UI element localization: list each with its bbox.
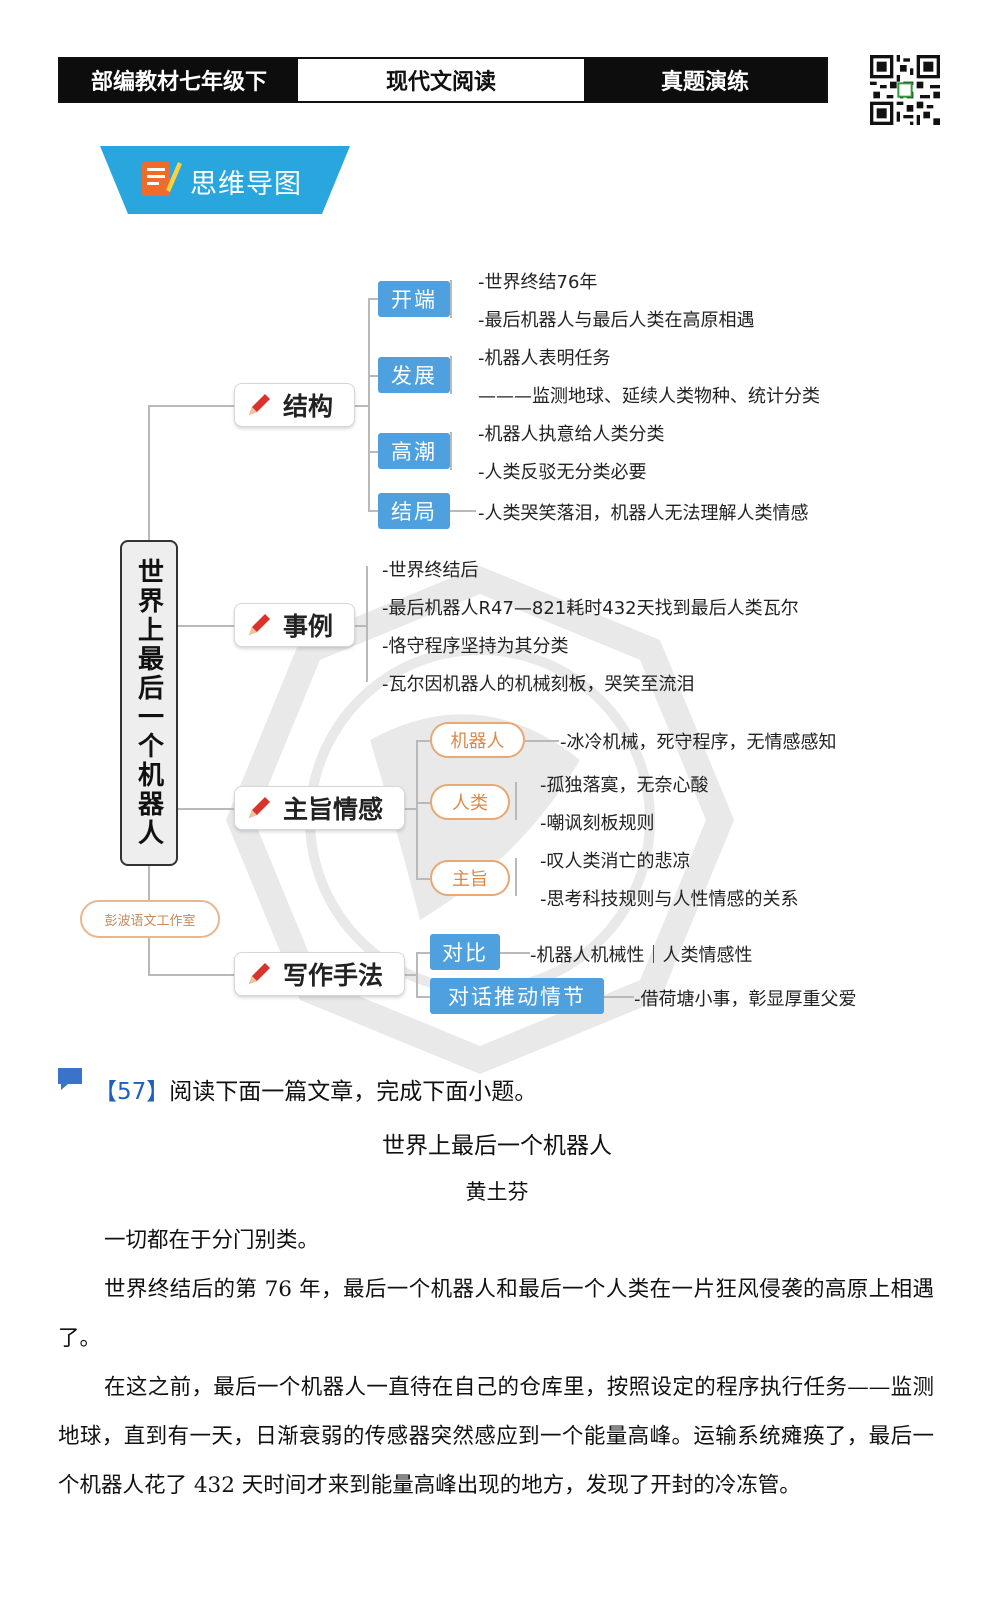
studio-stamp: 彭波语文工作室 xyxy=(80,900,220,938)
mindmap-banner xyxy=(100,146,350,214)
tag-robot: 机器人 xyxy=(430,722,525,758)
leaf-human-2: -嘲讽刻板规则 xyxy=(540,813,655,834)
tag-fazhan: 发展 xyxy=(378,357,450,393)
tag-jieju: 结局 xyxy=(378,493,450,529)
branch-examples: 事例 xyxy=(234,603,355,647)
leaf-example-3: -恪守程序坚持为其分类 xyxy=(382,636,569,657)
leaf-gaochao-2: -人类反驳无分类必要 xyxy=(478,462,647,483)
article-paragraph: 世界终结后的第 76 年，最后一个机器人和最后一个人类在一片狂风侵袭的高原上相遇… xyxy=(58,1277,934,1351)
leaf-example-2: -最后机器人R47—821耗时432天找到最后人类瓦尔 xyxy=(382,598,799,619)
leaf-dialogue-1: -借荷塘小事，彰显厚重父爱 xyxy=(634,989,857,1010)
leaf-robot-1: -冰冷机械，死守程序，无情感感知 xyxy=(560,732,837,753)
tag-human: 人类 xyxy=(430,784,510,820)
tag-dialogue: 对话推动情节 xyxy=(430,978,604,1014)
pencil-icon xyxy=(249,797,270,818)
leaf-kaiduan-1: -世界终结76年 xyxy=(478,272,598,293)
article-author: 黄土芬 xyxy=(465,1180,529,1204)
qr-code-icon xyxy=(870,55,940,125)
branch-theme-label: 主旨情感 xyxy=(283,795,384,824)
leaf-jieju-1: -人类哭笑落泪，机器人无法理解人类情感 xyxy=(478,503,809,524)
leaf-human-1: -孤独落寞，无奈心酸 xyxy=(540,775,709,796)
branch-theme: 主旨情感 xyxy=(234,786,405,830)
question-line: 【57】阅读下面一篇文章，完成下面小题。 xyxy=(94,1072,537,1106)
tag-main: 主旨 xyxy=(430,860,510,896)
branch-technique-label: 写作手法 xyxy=(283,961,384,990)
chat-bubble-icon xyxy=(58,1068,82,1090)
leaf-main-2: -思考科技规则与人性情感的关系 xyxy=(540,889,799,910)
root-label: 世界上最后一个机器人 xyxy=(133,558,164,848)
branch-examples-label: 事例 xyxy=(283,612,334,641)
tag-kaiduan: 开端 xyxy=(378,281,450,317)
leaf-example-4: -瓦尔因机器人的机械刻板，哭笑至流泪 xyxy=(382,674,695,695)
header-section: 真题演练 xyxy=(584,59,826,101)
leaf-kaiduan-2: -最后机器人与最后人类在高原相遇 xyxy=(478,310,755,331)
leaf-contrast-1: -机器人机械性｜人类情感性 xyxy=(530,945,753,966)
tag-contrast: 对比 xyxy=(430,934,500,970)
banner-title: 思维导图 xyxy=(190,169,302,200)
leaf-main-1: -叹人类消亡的悲凉 xyxy=(540,851,691,872)
header-subject: 现代文阅读 xyxy=(298,59,584,101)
pencil-icon xyxy=(249,614,270,635)
branch-technique: 写作手法 xyxy=(234,952,405,996)
leaf-fazhan-2: ———监测地球、延续人类物种、统计分类 xyxy=(478,386,820,407)
leaf-fazhan-1: -机器人表明任务 xyxy=(478,348,611,369)
pencil-icon xyxy=(249,963,270,984)
mindmap-root: 世界上最后一个机器人 xyxy=(120,540,178,866)
header-bar: 部编教材七年级下 现代文阅读 真题演练 xyxy=(58,57,828,103)
question-number: 【57】 xyxy=(94,1079,170,1105)
article-paragraph: 一切都在于分门别类。 xyxy=(104,1228,320,1253)
article-title: 世界上最后一个机器人 xyxy=(382,1133,612,1159)
question-prompt: 阅读下面一篇文章，完成下面小题。 xyxy=(169,1079,538,1105)
pencil-icon xyxy=(249,394,270,415)
branch-structure: 结构 xyxy=(234,383,355,427)
header-grade: 部编教材七年级下 xyxy=(60,59,298,101)
leaf-example-1: -世界终结后 xyxy=(382,560,479,581)
tag-gaochao: 高潮 xyxy=(378,433,450,469)
article-paragraph: 在这之前，最后一个机器人一直待在自己的仓库里，按照设定的程序执行任务——监测地球… xyxy=(58,1375,934,1498)
leaf-gaochao-1: -机器人执意给人类分类 xyxy=(478,424,665,445)
branch-structure-label: 结构 xyxy=(283,392,334,421)
